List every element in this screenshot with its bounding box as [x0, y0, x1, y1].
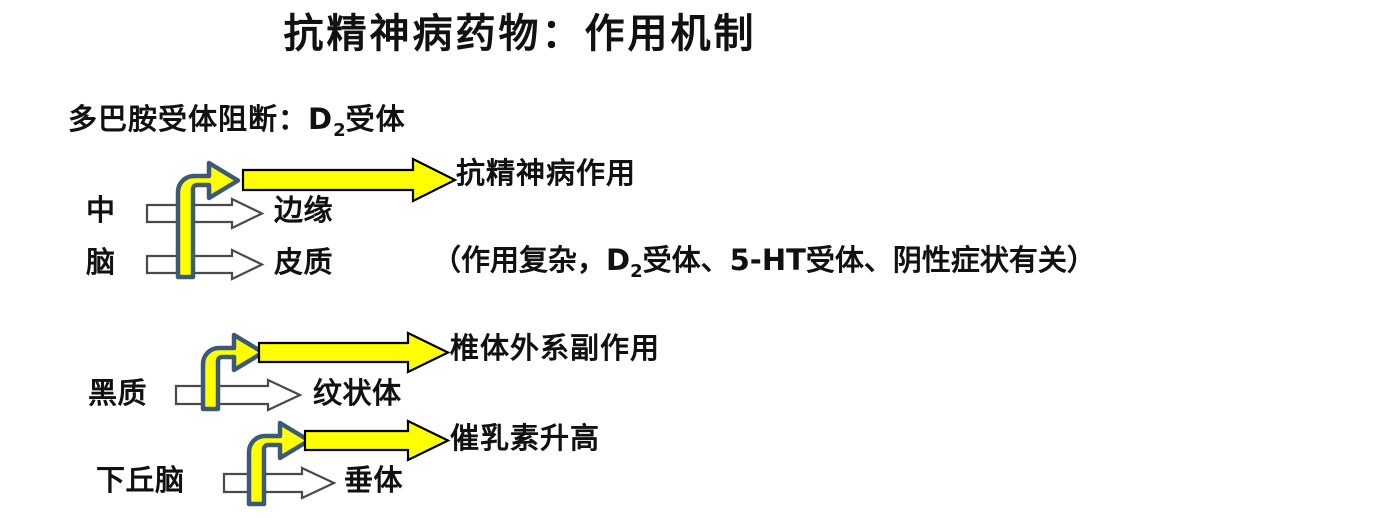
pathway-target-label: 垂体: [344, 463, 404, 497]
note-before-text: （作用复杂，D: [432, 243, 631, 277]
curved-up-right-arrow-icon: [200, 332, 266, 412]
pathway-outcome-label: 椎体外系副作用: [450, 331, 661, 365]
pathway-target-label: 纹状体: [313, 376, 402, 410]
subtitle-main-text: 多巴胺受体阻断：D: [68, 102, 334, 136]
subtitle: 多巴胺受体阻断：D2受体: [68, 105, 406, 140]
pathway-outcome-label: 抗精神病作用: [456, 156, 637, 190]
pathway-target-label: 皮质: [274, 245, 334, 279]
hollow-right-arrow-icon: [174, 378, 303, 412]
yellow-right-arrow-icon: [303, 419, 451, 462]
hollow-right-arrow-icon: [222, 466, 337, 500]
pathway-source-label: 黑质: [88, 376, 148, 410]
hollow-right-arrow-icon: [145, 197, 265, 230]
curved-up-right-arrow-icon: [246, 420, 312, 507]
pathway-note: （作用复杂，D2受体、5-HT受体、阴性症状有关）: [432, 246, 1096, 281]
subtitle-tail-text: 受体: [345, 102, 406, 136]
pathway-source-label: 脑: [86, 245, 116, 279]
pathway-target-label: 边缘: [274, 193, 334, 227]
subtitle-subscript: 2: [333, 119, 346, 141]
note-subscript: 2: [630, 260, 643, 282]
note-after-text: 受体、5-HT受体、阴性症状有关）: [642, 243, 1096, 277]
pathway-source-label: 下丘脑: [96, 463, 185, 497]
curved-up-right-arrow-icon: [175, 160, 241, 280]
pathway-outcome-label: 催乳素升高: [450, 421, 601, 455]
yellow-right-arrow-icon: [257, 331, 451, 374]
page-title: 抗精神病药物：作用机制: [283, 11, 757, 57]
hollow-right-arrow-icon: [145, 248, 265, 281]
pathway-source-label: 中: [86, 193, 116, 227]
